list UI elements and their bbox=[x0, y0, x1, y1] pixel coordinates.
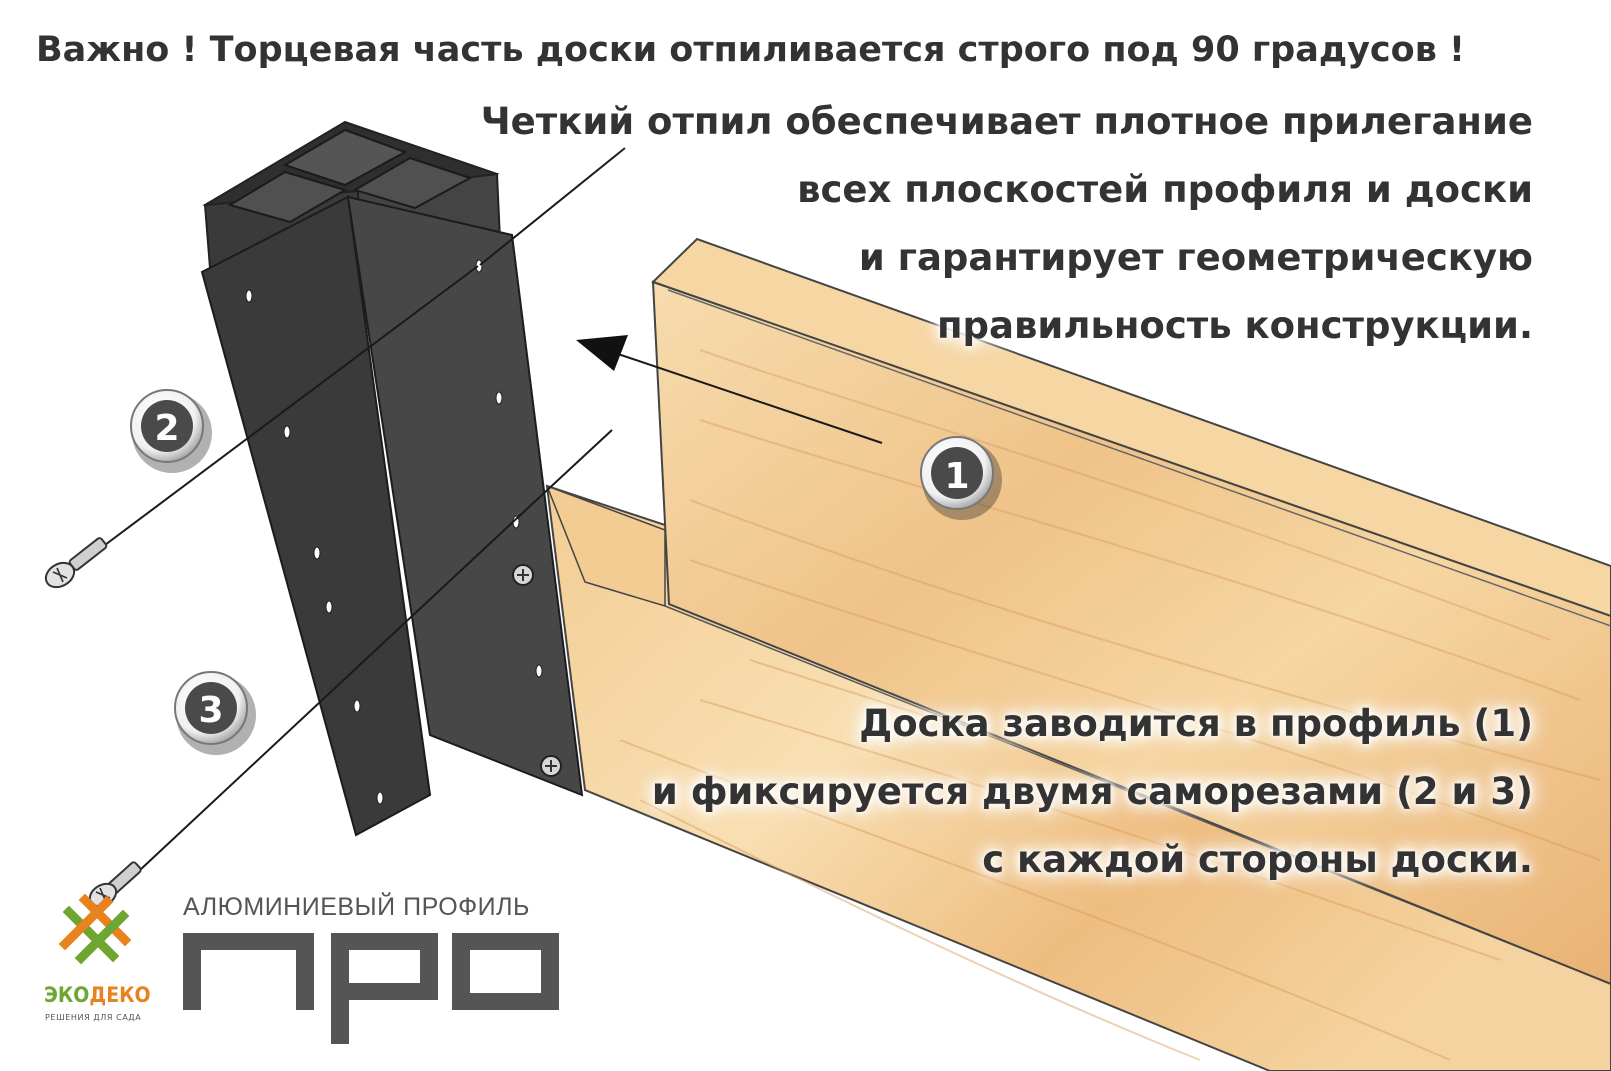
ecodeco-tagline: РЕШЕНИЯ ДЛЯ САДА bbox=[45, 1013, 142, 1022]
ecodeco-logo-text: ЭКОДЕКО bbox=[44, 983, 151, 1007]
marker-2-label: 2 bbox=[154, 408, 179, 449]
pro-wordmark bbox=[183, 933, 559, 1044]
explanation-text: Четкий отпил обеспечивает плотное прилег… bbox=[481, 88, 1533, 360]
marker-1-label: 1 bbox=[944, 456, 969, 497]
marker-3: 3 bbox=[174, 671, 256, 755]
explanation-line: Четкий отпил обеспечивает плотное прилег… bbox=[480, 100, 1533, 143]
product-line-label: АЛЮМИНИЕВЫЙ ПРОФИЛЬ bbox=[183, 893, 530, 921]
leader-lines bbox=[104, 147, 883, 871]
eco-part: ЭКО bbox=[44, 983, 90, 1007]
installed-screw-heads bbox=[512, 564, 562, 777]
explanation-line: и гарантирует геометрическую bbox=[858, 236, 1533, 279]
ecodeco-logo-icon bbox=[58, 893, 132, 965]
aluminium-corner-profile bbox=[200, 120, 584, 837]
headline: Важно ! Торцевая часть доски отпиливаетс… bbox=[36, 30, 1466, 70]
explanation-line: правильность конструкции. bbox=[936, 304, 1533, 347]
instruction-line: Доска заводится в профиль (1) bbox=[859, 702, 1533, 745]
instruction-line: с каждой стороны доски. bbox=[982, 838, 1533, 881]
screw-icon bbox=[44, 537, 108, 589]
instruction-text: Доска заводится в профиль (1) и фиксируе… bbox=[652, 690, 1533, 894]
marker-2: 2 bbox=[130, 389, 212, 473]
upper-board bbox=[651, 237, 1611, 986]
deco-part: ДЕКО bbox=[89, 983, 151, 1007]
marker-1: 1 bbox=[920, 436, 1002, 520]
marker-3-label: 3 bbox=[198, 690, 223, 731]
arrow-head-icon bbox=[576, 335, 628, 371]
explanation-line: всех плоскостей профиля и доски bbox=[797, 168, 1533, 211]
instruction-line: и фиксируется двумя саморезами (2 и 3) bbox=[651, 770, 1533, 813]
